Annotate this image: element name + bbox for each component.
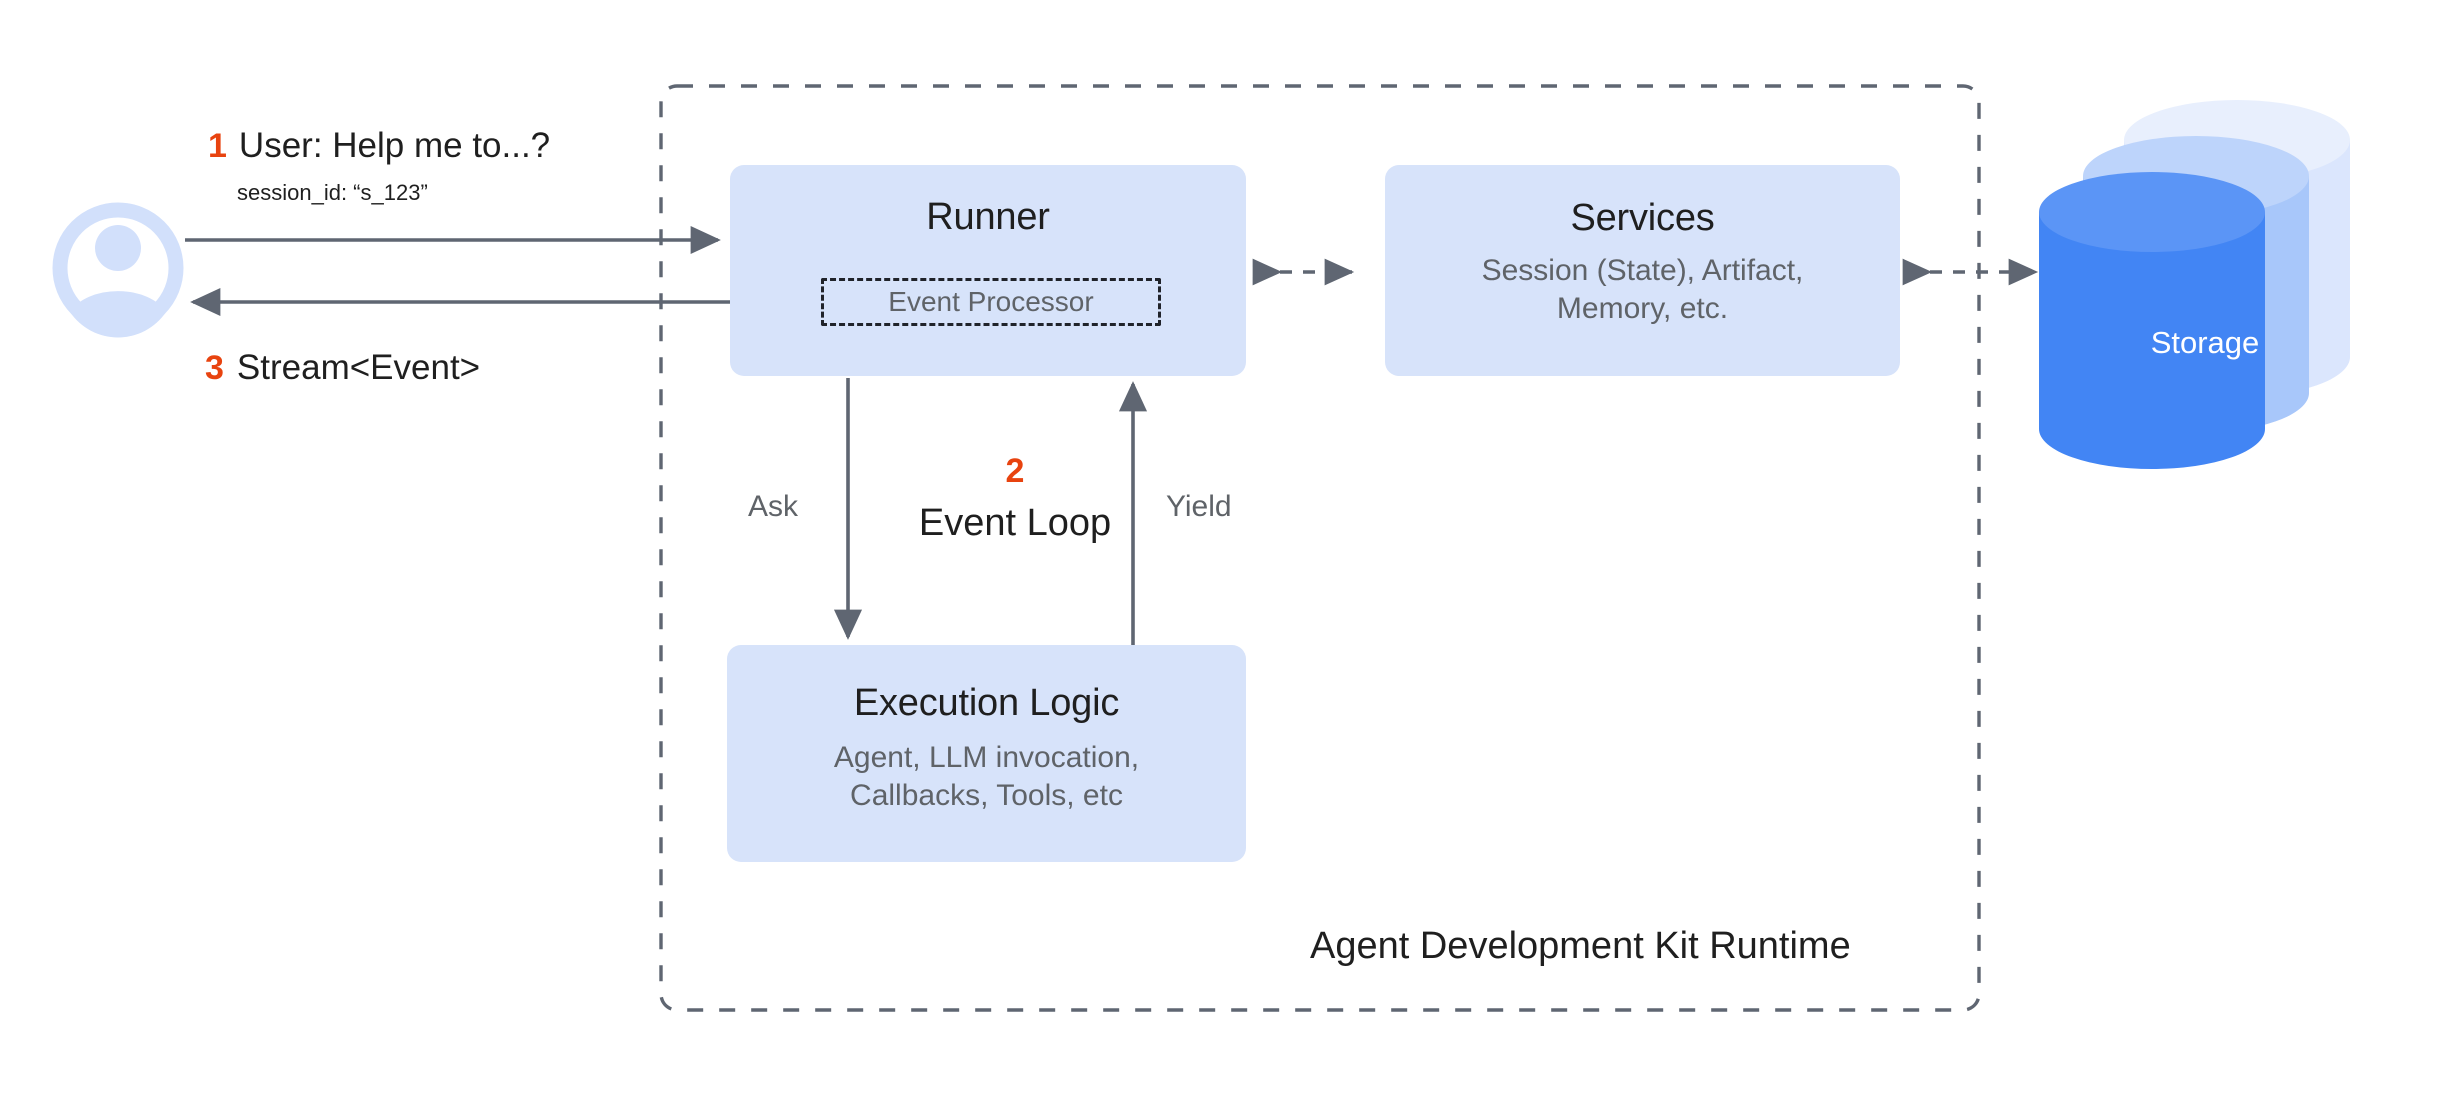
event-loop-label: Event Loop [918, 502, 1112, 544]
execution-logic-node[interactable]: Execution Logic Agent, LLM invocation, C… [727, 645, 1246, 862]
execution-logic-title: Execution Logic [853, 682, 1120, 724]
storage-cylinder-stack [2039, 100, 2350, 469]
storage-cylinder-front [2039, 172, 2265, 469]
stream-response-label: 3 Stream<Event> [205, 348, 480, 388]
services-subtitle: Session (State), Artifact, Memory, etc. [1481, 253, 1804, 326]
user-avatar-icon [52, 202, 184, 338]
step-number-3: 3 [205, 349, 224, 387]
event-processor-label: Event Processor [888, 286, 1094, 317]
services-title: Services [1570, 197, 1715, 239]
services-node[interactable]: Services Session (State), Artifact, Memo… [1385, 165, 1900, 376]
execution-logic-subtitle: Agent, LLM invocation, Callbacks, Tools,… [833, 740, 1140, 813]
runner-node[interactable]: Runner Event Processor [730, 165, 1246, 376]
runtime-boundary-label: Agent Development Kit Runtime [1310, 925, 1851, 967]
user-request-text: User: Help me to...? [238, 126, 551, 165]
yield-label: Yield [1166, 490, 1232, 523]
ask-label: Ask [748, 490, 799, 523]
runner-title: Runner [926, 196, 1050, 238]
storage-cylinder-mid [2083, 136, 2309, 433]
storage-label: Storage [2150, 325, 2260, 360]
step-number-2: 2 [1005, 452, 1025, 490]
event-processor-node[interactable]: Event Processor [821, 278, 1161, 326]
user-request-label: 1 User: Help me to...? [208, 126, 550, 166]
stream-response-text: Stream<Event> [236, 348, 481, 387]
step-number-1: 1 [208, 127, 227, 165]
session-id-label: session_id: “s_123” [237, 180, 428, 205]
